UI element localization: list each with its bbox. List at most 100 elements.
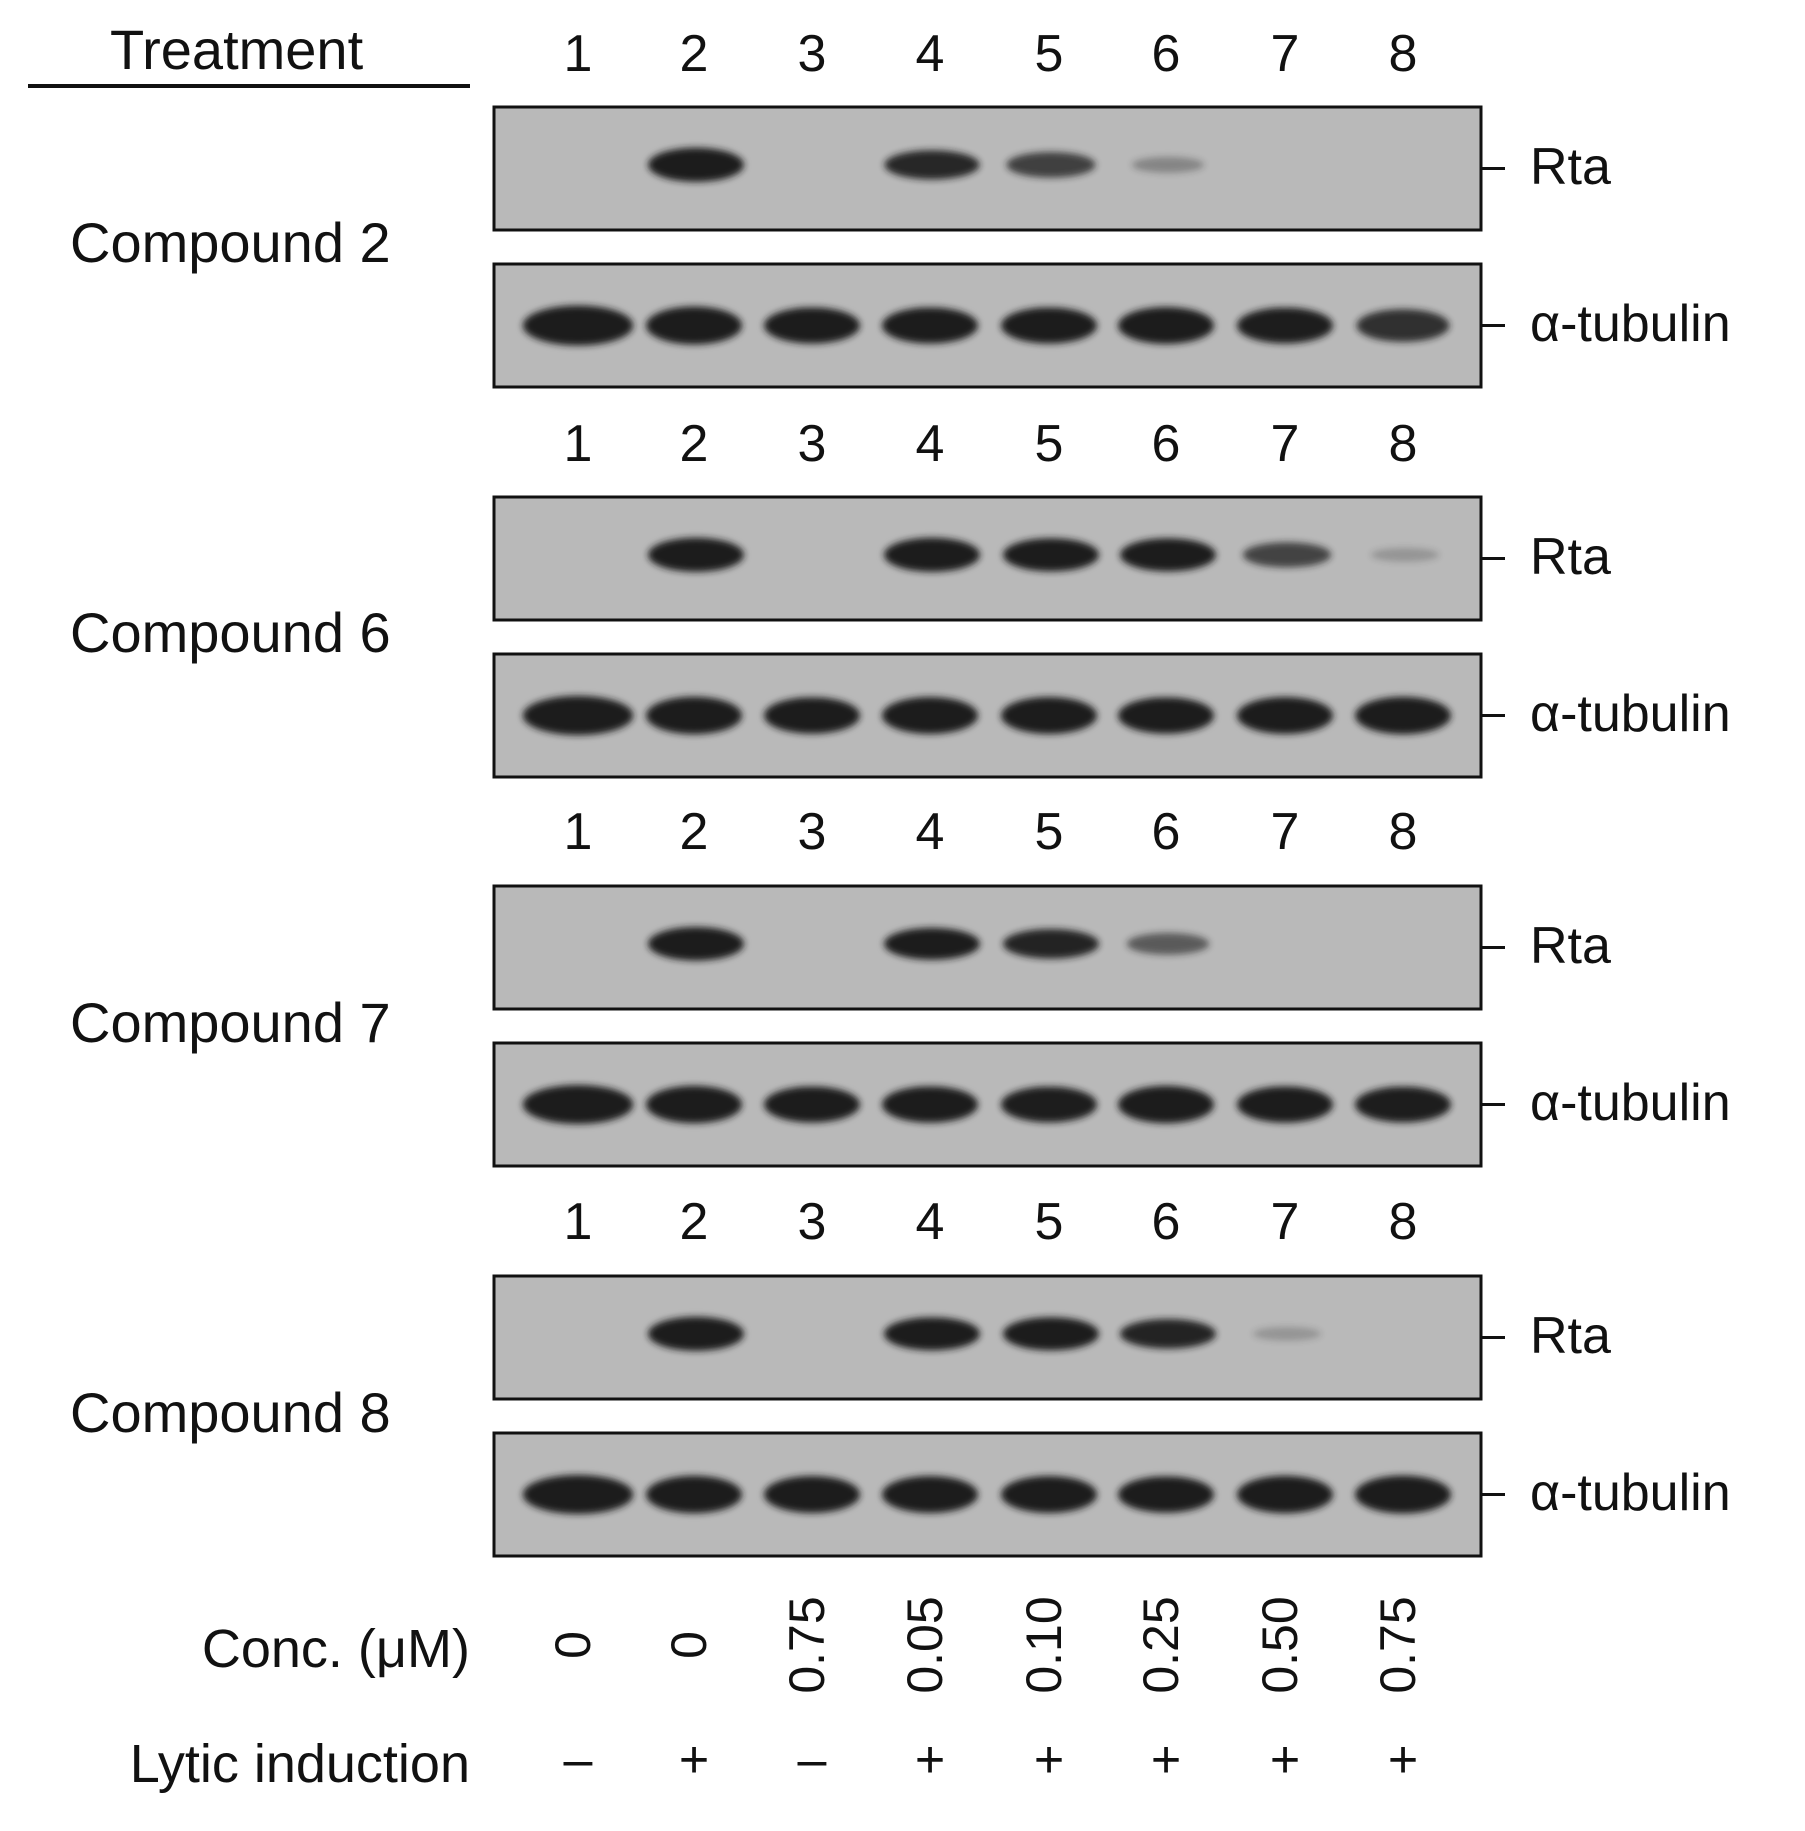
conc-value-lane-3: 0.75	[779, 1596, 835, 1694]
rta-band-lane-2	[648, 147, 744, 182]
tubulin-marker-label: α-tubulin	[1530, 1073, 1731, 1132]
tubulin-band-lane-7	[1237, 1475, 1333, 1514]
compound-label: Compound 7	[70, 991, 391, 1054]
lytic-value-lane-5: +	[1033, 1731, 1065, 1789]
lane-number: 7	[1270, 25, 1300, 83]
compound-label: Compound 8	[70, 1381, 391, 1444]
rta-band-lane-6	[1131, 156, 1205, 173]
tubulin-band-lane-8	[1355, 1086, 1451, 1123]
tubulin-band-lane-8	[1356, 309, 1450, 342]
tubulin-band-lane-8	[1355, 1475, 1451, 1514]
rta-marker-label: Rta	[1530, 527, 1611, 586]
conc-value-lane-1: 0	[545, 1631, 601, 1659]
lane-number: 7	[1270, 803, 1300, 861]
tubulin-band-lane-2	[646, 1475, 742, 1514]
lane-number: 6	[1151, 1193, 1181, 1251]
tubulin-band-lane-5	[1001, 1476, 1097, 1513]
tubulin-band-lane-1	[522, 695, 634, 736]
conc-value-lane-5: 0.10	[1016, 1596, 1072, 1694]
rta-band-lane-5	[1003, 538, 1099, 572]
rta-band-lane-5	[1006, 152, 1096, 178]
lane-number: 3	[797, 415, 827, 473]
tubulin-band-lane-6	[1118, 1476, 1214, 1513]
tubulin-band-lane-4	[882, 697, 978, 734]
rta-band-lane-4	[884, 927, 980, 960]
tubulin-marker-label: α-tubulin	[1530, 1463, 1731, 1522]
lane-number: 8	[1388, 1193, 1418, 1251]
treatment-header: Treatment	[110, 18, 364, 81]
lane-number: 1	[563, 415, 593, 473]
lytic-value-lane-2: +	[678, 1731, 710, 1789]
conc-label: Conc. (μM)	[201, 1619, 470, 1679]
tubulin-blot-2	[492, 652, 1505, 779]
conc-value-lane-6: 0.25	[1133, 1596, 1189, 1694]
rta-membrane	[492, 495, 1483, 622]
tubulin-band-lane-7	[1237, 697, 1333, 734]
rta-band-lane-2	[648, 1316, 744, 1351]
lane-number: 2	[679, 803, 709, 861]
lane-number: 4	[915, 803, 945, 861]
tubulin-band-lane-6	[1118, 697, 1214, 734]
rta-band-lane-7	[1242, 542, 1332, 568]
lane-number: 7	[1270, 415, 1300, 473]
rta-band-lane-4	[884, 1317, 980, 1351]
rta-band-lane-6	[1120, 538, 1216, 572]
rta-band-lane-8	[1370, 547, 1440, 562]
rta-blot-4	[492, 1274, 1505, 1401]
lytic-value-lane-8: +	[1387, 1731, 1419, 1789]
tubulin-band-lane-7	[1237, 307, 1333, 344]
lane-number: 7	[1270, 1193, 1300, 1251]
tubulin-band-lane-4	[882, 1476, 978, 1513]
lane-number: 8	[1388, 803, 1418, 861]
lane-number: 3	[797, 1193, 827, 1251]
rta-band-lane-7	[1252, 1326, 1322, 1341]
rta-blot-1	[492, 105, 1505, 232]
lane-number: 1	[563, 1193, 593, 1251]
rta-band-lane-2	[648, 927, 744, 961]
lytic-value-lane-1: –	[563, 1731, 593, 1789]
tubulin-band-lane-3	[764, 1476, 860, 1513]
lane-number: 3	[797, 803, 827, 861]
rta-band-lane-6	[1126, 932, 1210, 955]
conc-value-lane-7: 0.50	[1252, 1596, 1308, 1694]
tubulin-band-lane-3	[764, 1086, 860, 1123]
rta-membrane	[492, 105, 1483, 232]
tubulin-band-lane-6	[1118, 307, 1214, 344]
lane-number: 6	[1151, 415, 1181, 473]
lane-number: 8	[1388, 415, 1418, 473]
tubulin-blot-4	[492, 1431, 1505, 1558]
lane-number: 5	[1034, 1193, 1064, 1251]
lane-number: 5	[1034, 25, 1064, 83]
lytic-value-lane-7: +	[1269, 1731, 1301, 1789]
tubulin-band-lane-2	[646, 306, 742, 345]
tubulin-band-lane-6	[1118, 1085, 1214, 1124]
rta-band-lane-2	[648, 537, 744, 572]
tubulin-marker-label: α-tubulin	[1530, 684, 1731, 743]
rta-marker-label: Rta	[1530, 1306, 1611, 1365]
tubulin-band-lane-7	[1237, 1086, 1333, 1123]
lane-number: 5	[1034, 803, 1064, 861]
rta-band-lane-6	[1120, 1319, 1216, 1349]
tubulin-band-lane-5	[1001, 697, 1097, 734]
tubulin-band-lane-5	[1001, 307, 1097, 344]
rta-band-lane-4	[884, 537, 980, 572]
conc-value-lane-8: 0.75	[1370, 1596, 1426, 1694]
compound-label: Compound 2	[70, 211, 391, 274]
tubulin-band-lane-4	[882, 1086, 978, 1123]
lytic-value-lane-4: +	[914, 1731, 946, 1789]
lytic-value-lane-6: +	[1150, 1731, 1182, 1789]
conc-value-lane-4: 0.05	[897, 1596, 953, 1694]
lane-number: 1	[563, 803, 593, 861]
rta-band-lane-4	[884, 150, 980, 180]
conc-value-lane-2: 0	[661, 1631, 717, 1659]
tubulin-band-lane-5	[1001, 1086, 1097, 1123]
rta-blot-3	[492, 884, 1505, 1011]
tubulin-band-lane-3	[764, 697, 860, 734]
rta-marker-label: Rta	[1530, 916, 1611, 975]
lane-number: 5	[1034, 415, 1064, 473]
lane-number: 4	[915, 1193, 945, 1251]
rta-band-lane-5	[1003, 1317, 1099, 1351]
lane-number: 1	[563, 25, 593, 83]
lane-number: 6	[1151, 25, 1181, 83]
